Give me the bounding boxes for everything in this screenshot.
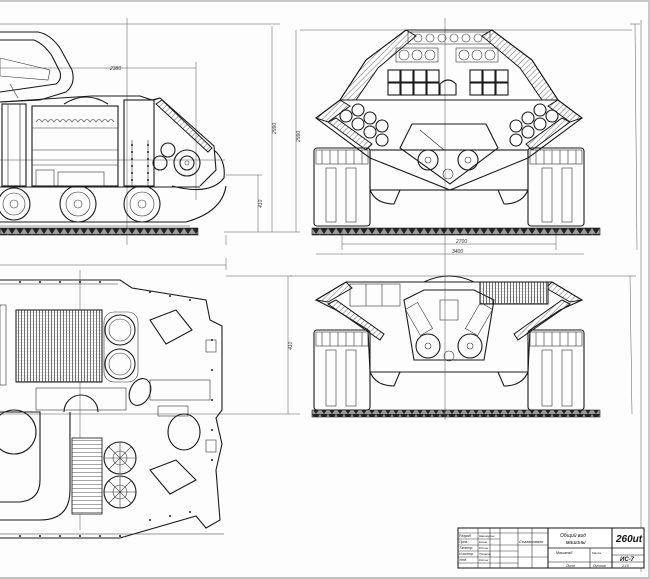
tb-role-3: Т.контр.: [459, 546, 473, 550]
rear-view-lower: [290, 270, 636, 420]
tb-name-2: Кизин: [479, 540, 487, 544]
dim-label-length: 2380: [109, 66, 121, 72]
tb-material-label: Масштаб: [556, 551, 573, 555]
road-wheels: [0, 185, 161, 223]
tb-role-1: Разраб.: [459, 534, 472, 538]
dim-label-height-1: 2990: [272, 123, 278, 135]
tb-sheet-number: 260ut: [615, 534, 643, 545]
dim-label-height-2: 2990: [296, 131, 302, 143]
tb-role-5: Утв.: [459, 558, 467, 562]
tb-name-1: Шашмурин: [479, 534, 495, 538]
tb-sheet-label: Лист: [565, 564, 575, 568]
tb-name-5: Котин: [479, 558, 489, 562]
rear-view-upper: 2700 3400: [300, 18, 640, 270]
dim-label-track-inner: 2700: [455, 239, 467, 245]
tb-title-line-2: машины: [566, 540, 586, 546]
tb-name-3: Котин: [479, 546, 489, 550]
tb-name-4: Троянов: [479, 552, 491, 556]
dim-label-track-outer: 3400: [452, 249, 463, 255]
dim-label-plan: 410: [288, 341, 294, 350]
tb-role-2: Пров.: [459, 540, 468, 544]
dim-label-clearance: 410: [258, 199, 264, 208]
tb-title-line-1: Общий вид: [560, 532, 586, 539]
tb-product-code: ИС-7: [620, 557, 635, 563]
tb-sheets-label: Листов: [592, 564, 606, 568]
radiator-grill: [15, 309, 103, 383]
tb-designation-header: Согласовано: [519, 539, 544, 544]
side-view: 2380: [0, 18, 302, 245]
plan-view: 410: [0, 258, 300, 539]
radiator-rear: [479, 281, 549, 305]
title-block: Разраб. Пров. Т.контр. Н.контр. Утв. Шаш…: [457, 527, 645, 569]
tb-mass-label: Масса: [592, 551, 601, 555]
tb-scale: 1:10: [622, 564, 629, 568]
tb-role-4: Н.контр.: [459, 552, 474, 556]
